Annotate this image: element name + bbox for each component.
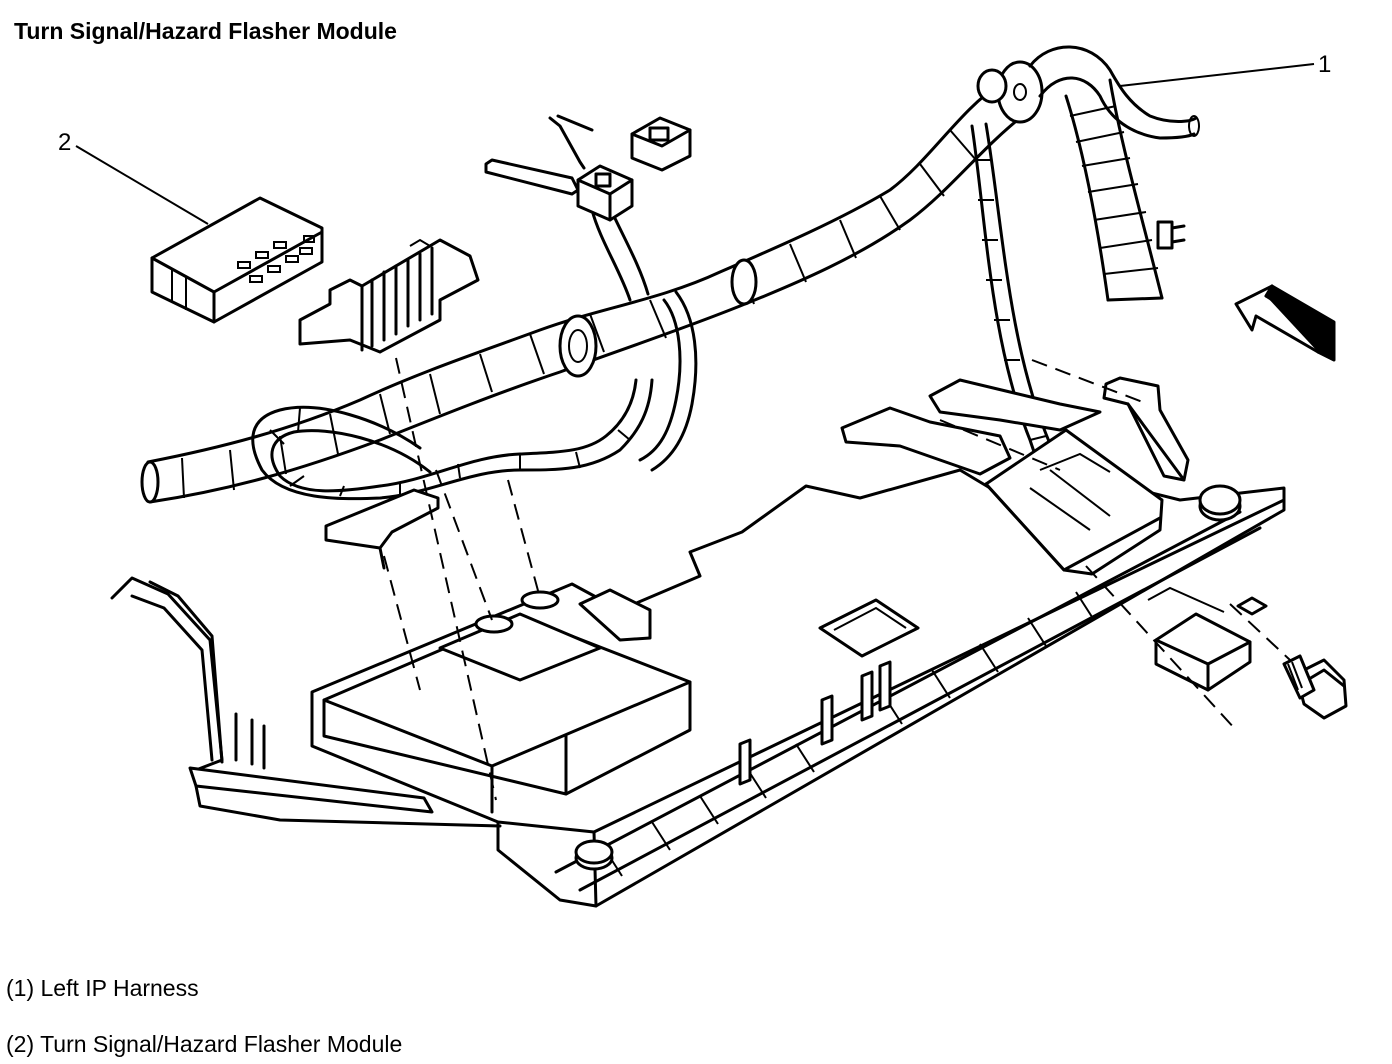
- alignment-lines: [383, 357, 1291, 801]
- harness-left-end: [140, 460, 160, 504]
- legend-item-1: (1) Left IP Harness: [6, 975, 199, 1001]
- callout-1-leader: [1119, 63, 1315, 87]
- mounting-bolt: [1282, 654, 1348, 720]
- diagram-title: Turn Signal/Hazard Flasher Module: [14, 18, 397, 44]
- callout-2: 2: [58, 129, 71, 156]
- flasher-connector: [298, 238, 480, 354]
- legend-item-2: (2) Turn Signal/Hazard Flasher Module: [6, 1031, 403, 1057]
- flasher-module-diagram: 1 2: [58, 45, 1348, 908]
- mounting-bracket: [110, 376, 1286, 908]
- callout-2-leader: [75, 145, 209, 225]
- flasher-module: [150, 196, 324, 324]
- view-arrow: [1234, 284, 1336, 362]
- callout-1: 1: [1318, 51, 1331, 78]
- left-ip-harness: [146, 45, 1200, 504]
